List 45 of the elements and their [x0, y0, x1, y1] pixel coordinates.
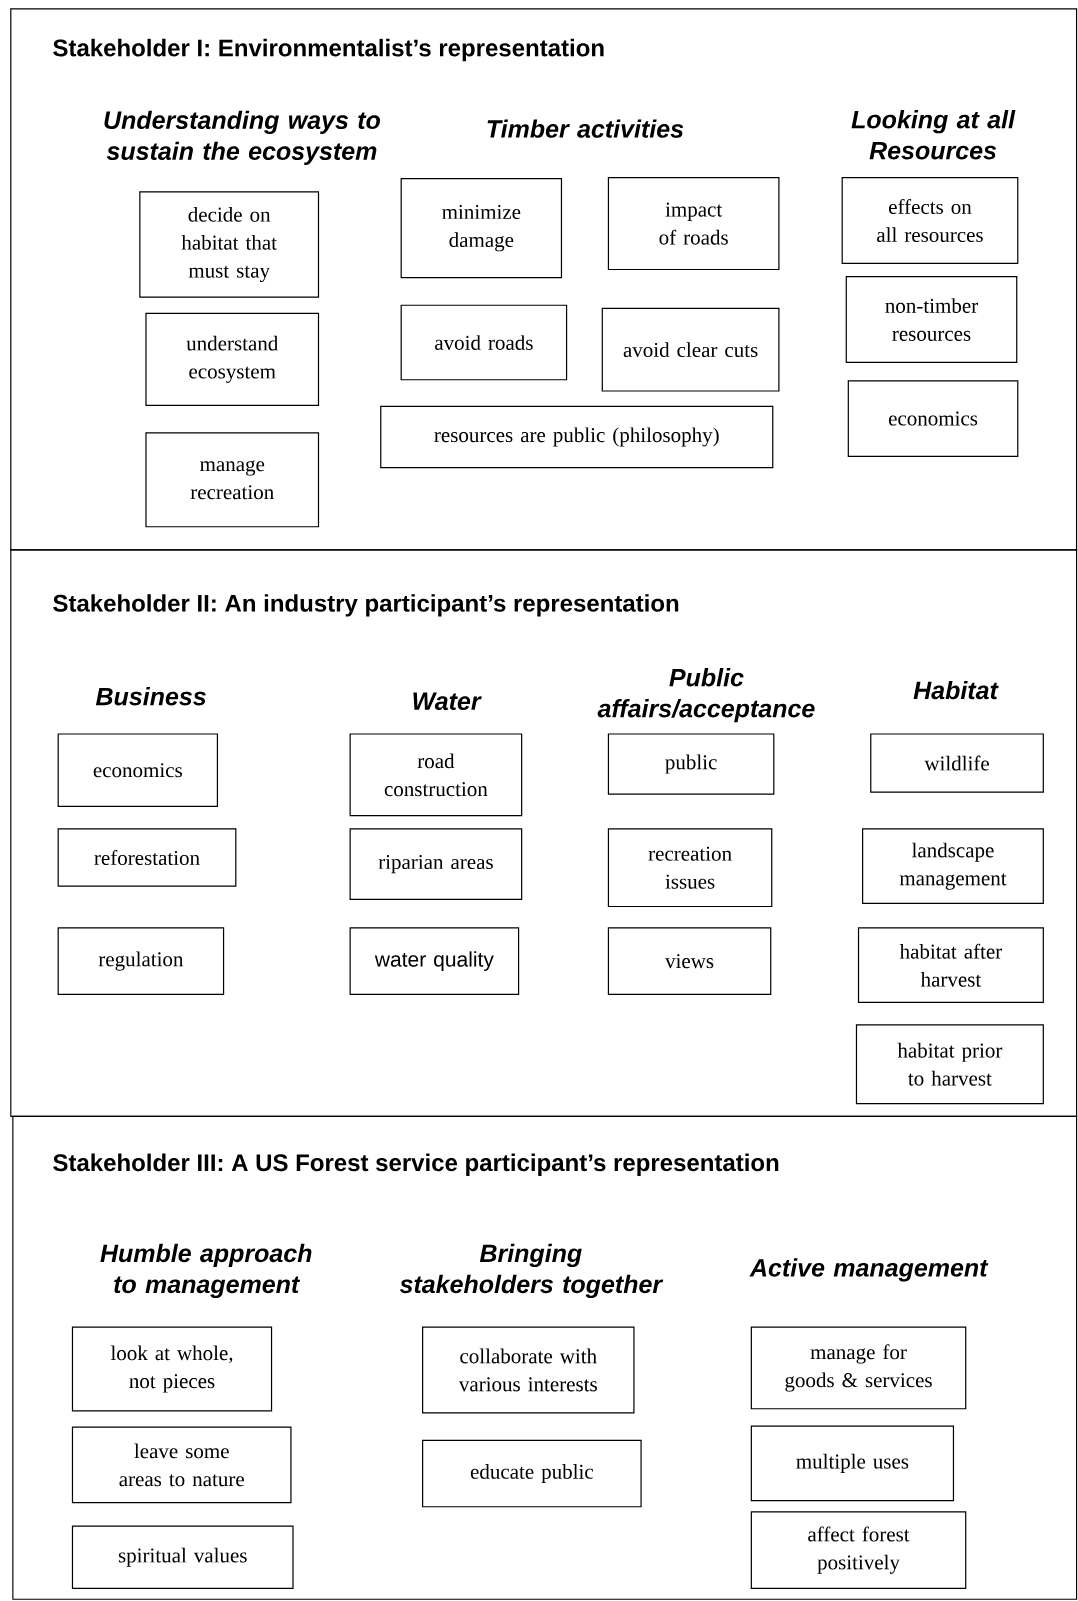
text-box: minimize damage [400, 178, 563, 279]
text-box: non-timber resources [845, 276, 1018, 363]
text-box: economics [847, 380, 1019, 457]
text-box: decide on habitat that must stay [139, 191, 320, 298]
text-box: public [607, 733, 775, 795]
text-box: manage recreation [145, 432, 320, 528]
text-box: effects on all resources [841, 177, 1019, 264]
group-heading: Looking at all Resources [851, 110, 1016, 160]
group-heading: Public affairs/acceptance [597, 668, 815, 723]
text-box: collaborate with various interests [422, 1326, 635, 1414]
text-box: impact of roads [607, 177, 780, 271]
text-box: regulation [57, 927, 225, 995]
text-box: affect forest positively [750, 1511, 967, 1590]
group-heading: Business [95, 687, 206, 706]
text-box: riparian areas [349, 828, 523, 900]
group-heading: Habitat [913, 680, 999, 700]
group-heading: Water [413, 692, 482, 711]
text-box: reforestation [57, 828, 237, 887]
panel-heading: Stakeholder I: Environmentalist’s representation [53, 38, 604, 62]
text-box: habitat prior to harvest [855, 1024, 1044, 1105]
text-box: resources are public (philosophy) [380, 405, 774, 469]
text-box: landscape management [862, 828, 1044, 905]
text-box: views [607, 927, 772, 995]
panel-heading: Stakeholder III: A US Forest service participant’s representation [53, 1153, 779, 1176]
text-box: road construction [349, 733, 523, 817]
text-box: educate public [422, 1439, 642, 1508]
text-box: spiritual values [71, 1525, 294, 1590]
text-box: multiple uses [750, 1425, 955, 1502]
text-box: avoid roads [400, 304, 568, 381]
text-box: look at whole, not pieces [71, 1326, 273, 1412]
text-box: avoid clear cuts [601, 307, 780, 392]
panel-heading: Stakeholder II: An industry participant’s representation [53, 594, 679, 617]
group-heading: Humble approach to management [100, 1243, 312, 1299]
text-box: recreation issues [607, 828, 773, 908]
text-box: leave some areas to nature [71, 1426, 292, 1504]
group-heading: Bringing stakeholders together [399, 1243, 664, 1299]
group-heading: Active management [749, 1258, 989, 1282]
text-box: habitat after harvest [857, 927, 1044, 1004]
group-heading: Timber activities [487, 119, 684, 138]
text-box: wildlife [870, 733, 1044, 793]
text-box: economics [57, 733, 219, 808]
text-box: water quality [349, 927, 520, 995]
text-box: understand ecosystem [145, 312, 320, 406]
group-heading: Understanding ways to sustain the ecosystem [104, 110, 380, 165]
text-box: manage for goods & services [750, 1326, 967, 1410]
